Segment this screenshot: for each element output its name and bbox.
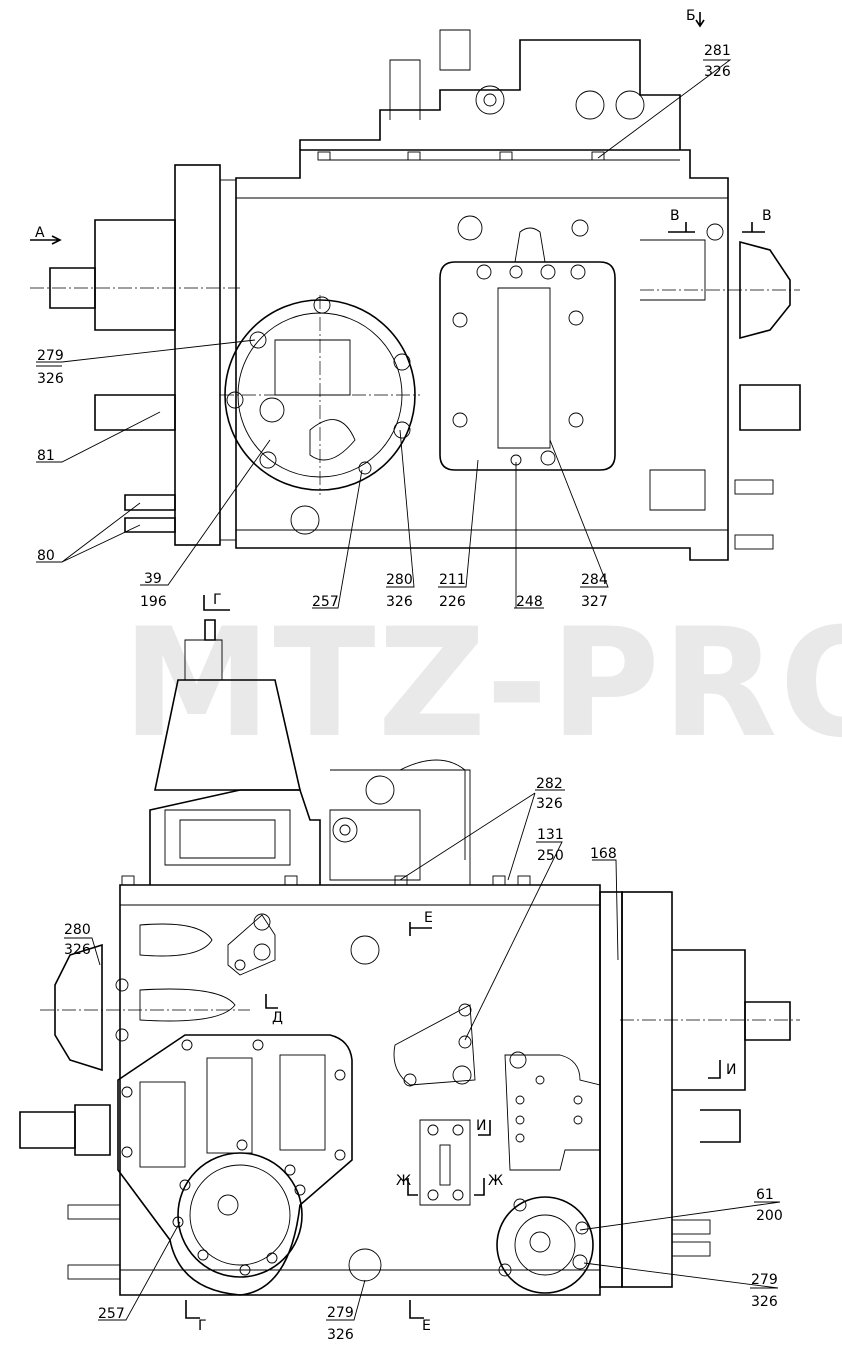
callout-80: 80 (37, 548, 55, 564)
callout-279-b: 279 (751, 1272, 778, 1288)
view-b-label: Б (686, 8, 696, 24)
callout-250: 250 (537, 848, 564, 864)
callout-279-a: 279 (327, 1305, 354, 1321)
view-a-label: А (35, 225, 45, 241)
callout-226: 226 (439, 594, 466, 610)
callout-327: 327 (581, 594, 608, 610)
bottom-view-section-marks: Г Г Е Е Д И И Ж Ж (185, 592, 736, 1334)
callout-211: 211 (439, 572, 466, 588)
top-view-callouts: 279 326 81 80 39 196 257 280 326 211 226… (36, 43, 732, 610)
callout-279-b-326: 326 (751, 1294, 778, 1310)
callout-280-bottom: 280 (64, 922, 91, 938)
section-e-bottom-label: Е (422, 1318, 431, 1334)
section-i-left-label: И (476, 1118, 486, 1134)
callout-280-326: 326 (386, 594, 413, 610)
section-zh-left-label: Ж (396, 1173, 411, 1189)
section-zh-right-label: Ж (488, 1173, 503, 1189)
callout-39: 39 (144, 571, 162, 587)
watermark: MTZ-PRO (122, 597, 842, 771)
bottom-view-housing (19, 619, 800, 1296)
bottom-view-callouts: 282 326 131 250 168 280 326 257 279 326 … (64, 776, 783, 1343)
callout-168: 168 (590, 846, 617, 862)
callout-257-bottom: 257 (98, 1306, 125, 1322)
top-view-section-marks: А Б В В (30, 8, 772, 245)
callout-280: 280 (386, 572, 413, 588)
callout-282-326: 326 (536, 796, 563, 812)
callout-282: 282 (536, 776, 563, 792)
callout-131: 131 (537, 827, 564, 843)
callout-196: 196 (140, 594, 167, 610)
callout-281-326: 326 (704, 64, 731, 80)
section-i-right-label: И (726, 1062, 736, 1078)
section-e-top-label: Е (424, 910, 433, 926)
section-v-left-label: В (670, 208, 680, 224)
callout-279: 279 (37, 348, 64, 364)
callout-279-326: 326 (37, 371, 64, 387)
callout-248: 248 (516, 594, 543, 610)
section-v-right-label: В (762, 208, 772, 224)
callout-280-326-bottom: 326 (64, 942, 91, 958)
callout-284: 284 (581, 572, 608, 588)
section-g-top-label: Г (213, 592, 222, 608)
callout-281: 281 (704, 43, 731, 59)
section-g-bottom-label: Г (198, 1318, 207, 1334)
callout-279-a-326: 326 (327, 1327, 354, 1343)
callout-200: 200 (756, 1208, 783, 1224)
callout-257: 257 (312, 594, 339, 610)
callout-61: 61 (756, 1187, 774, 1203)
top-view-housing (30, 29, 801, 561)
callout-81: 81 (37, 448, 55, 464)
section-d-label: Д (272, 1010, 283, 1026)
